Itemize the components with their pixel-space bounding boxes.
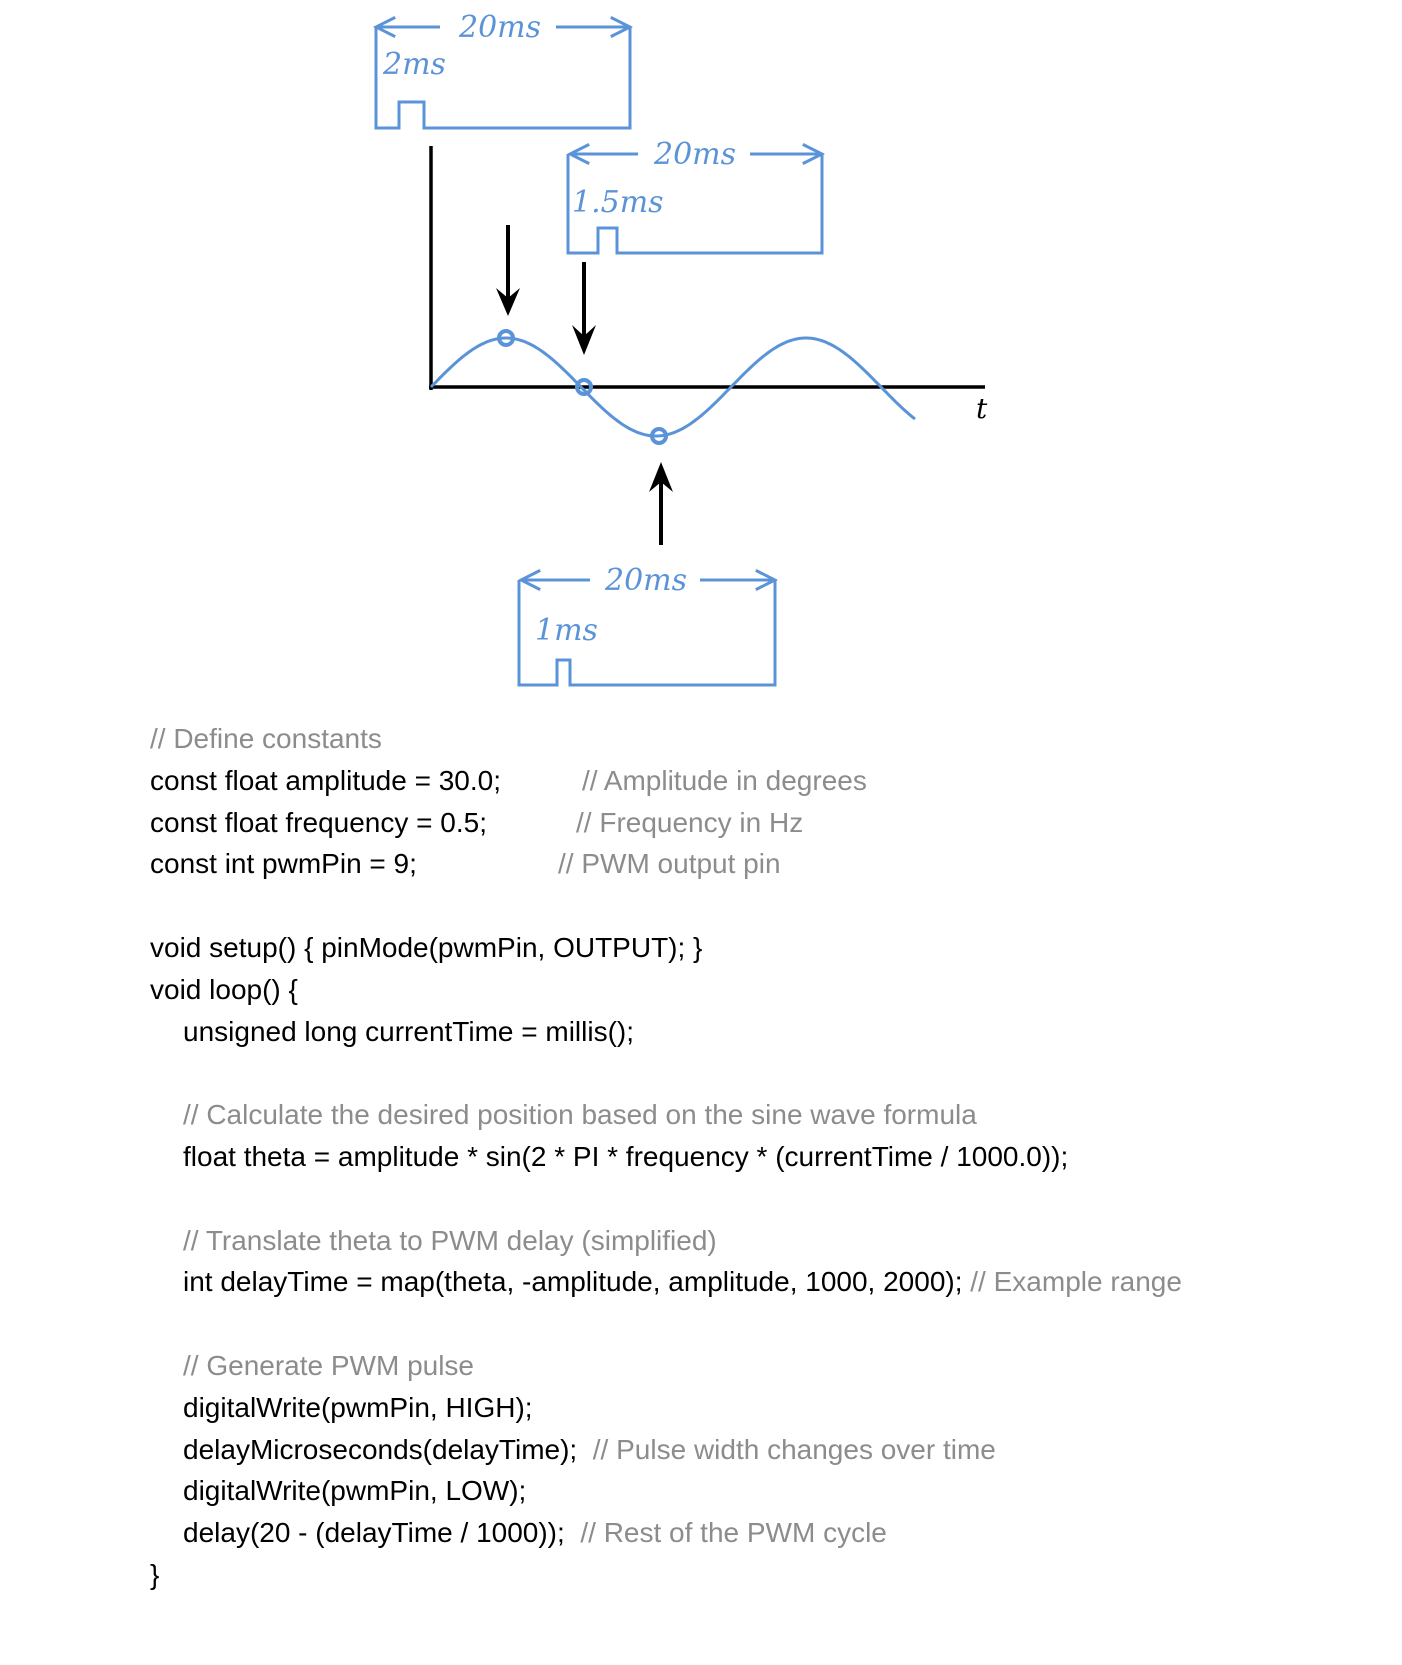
code-line: digitalWrite(pwmPin, HIGH); — [150, 1387, 1182, 1429]
code-line: const float amplitude = 30.0; // Amplitud… — [150, 760, 1182, 802]
code-comment: // Rest of the PWM cycle — [580, 1517, 887, 1549]
code-comment: // Translate theta to PWM delay (simplif… — [183, 1224, 717, 1256]
code-line: // Define constants — [150, 718, 1182, 760]
code-line — [150, 1178, 1182, 1220]
arrow-down-to-zero — [572, 262, 596, 355]
code-comment: // Pulse width changes over time — [592, 1433, 996, 1465]
code-line: digitalWrite(pwmPin, LOW); — [150, 1470, 1182, 1512]
code-line: delay(20 - (delayTime / 1000)); // Rest … — [150, 1512, 1182, 1554]
code-text: digitalWrite(pwmPin, LOW); — [183, 1475, 527, 1507]
code-line: const int pwmPin = 9; // PWM output pin — [150, 843, 1182, 885]
code-line — [150, 1052, 1182, 1094]
code-text: } — [150, 1558, 160, 1590]
code-line: delayMicroseconds(delayTime); // Pulse w… — [150, 1429, 1182, 1471]
code-listing: // Define constants const float amplitude… — [150, 718, 1182, 1596]
code-comment: // Generate PWM pulse — [183, 1349, 475, 1381]
code-line — [150, 885, 1182, 927]
pulse-waveform — [566, 154, 824, 255]
code-text: const float frequency = 0.5; — [150, 806, 487, 838]
code-text: const int pwmPin = 9; — [150, 848, 417, 880]
code-comment: // Calculate the desired position based … — [183, 1099, 977, 1131]
code-line: unsigned long currentTime = millis(); — [150, 1011, 1182, 1053]
code-line: void loop() { — [150, 969, 1182, 1011]
code-text: delay(20 - (delayTime / 1000)); — [183, 1517, 581, 1549]
arrow-down-to-peak — [496, 225, 520, 316]
code-line — [150, 1303, 1182, 1345]
code-text: digitalWrite(pwmPin, HIGH); — [183, 1391, 533, 1423]
code-comment: // Define constants — [150, 723, 382, 754]
code-line: // Translate theta to PWM delay (simplif… — [150, 1220, 1182, 1262]
axes: t — [429, 146, 988, 425]
code-comment: // Example range — [970, 1266, 1182, 1298]
code-comment: // Amplitude in degrees — [582, 764, 867, 796]
code-line: float theta = amplitude * sin(2 * PI * f… — [150, 1136, 1182, 1178]
sample-points — [497, 329, 668, 445]
period-label: 20ms — [604, 563, 687, 598]
pulse-box-1ms: 20ms 1ms — [517, 563, 777, 687]
code-text: const float amplitude = 30.0; — [150, 764, 501, 796]
period-label: 20ms — [653, 137, 736, 172]
x-axis-label-t: t — [976, 392, 988, 425]
code-line: // Calculate the desired position based … — [150, 1094, 1182, 1136]
code-line: } — [150, 1554, 1182, 1596]
code-line: const float frequency = 0.5; // Frequency… — [150, 802, 1182, 844]
sample-point-peak — [497, 329, 515, 347]
code-text: int delayTime = map(theta, -amplitude, a… — [183, 1266, 971, 1298]
sample-arrows — [496, 225, 673, 545]
code-text: float theta = amplitude * sin(2 * PI * f… — [183, 1140, 1069, 1172]
servo-pwm-sine-diagram: 20ms 2ms 20ms 1.5ms t — [0, 10, 988, 687]
pulse-box-1-5ms: 20ms 1.5ms — [566, 137, 824, 255]
pulse-width-label: 1ms — [535, 613, 598, 648]
sample-point-trough — [650, 427, 668, 445]
pulse-waveform — [374, 27, 632, 130]
code-text: void setup() { pinMode(pwmPin, OUTPUT); … — [150, 931, 703, 963]
code-text: unsigned long currentTime = millis(); — [183, 1015, 635, 1047]
period-label: 20ms — [458, 10, 541, 45]
sample-point-zero — [575, 378, 593, 396]
pulse-waveform — [517, 580, 777, 687]
pulse-box-2ms: 20ms 2ms — [374, 10, 632, 130]
code-line: void setup() { pinMode(pwmPin, OUTPUT); … — [150, 927, 1182, 969]
code-line: int delayTime = map(theta, -amplitude, a… — [150, 1261, 1182, 1303]
code-comment: // Frequency in Hz — [576, 806, 804, 838]
code-text: void loop() { — [150, 973, 298, 1005]
code-line: // Generate PWM pulse — [150, 1345, 1182, 1387]
arrow-up-to-trough — [649, 462, 673, 545]
code-text: delayMicroseconds(delayTime); — [183, 1433, 593, 1465]
code-comment: // PWM output pin — [558, 848, 781, 880]
pulse-width-label: 1.5ms — [572, 185, 664, 220]
pulse-width-label: 2ms — [382, 47, 446, 82]
